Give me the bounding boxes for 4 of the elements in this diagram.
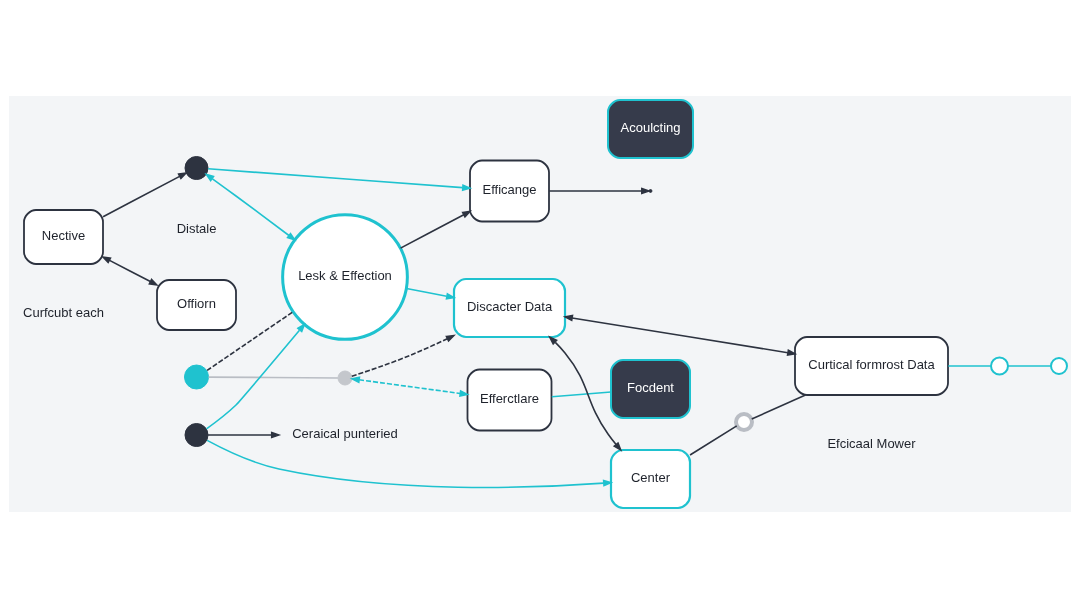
node-text: Ceraical punteried xyxy=(292,426,398,442)
node-label: Distale xyxy=(176,221,217,237)
node-label: Curfcubt each xyxy=(23,305,104,321)
node-label: Efcicaal Mower xyxy=(827,436,916,452)
